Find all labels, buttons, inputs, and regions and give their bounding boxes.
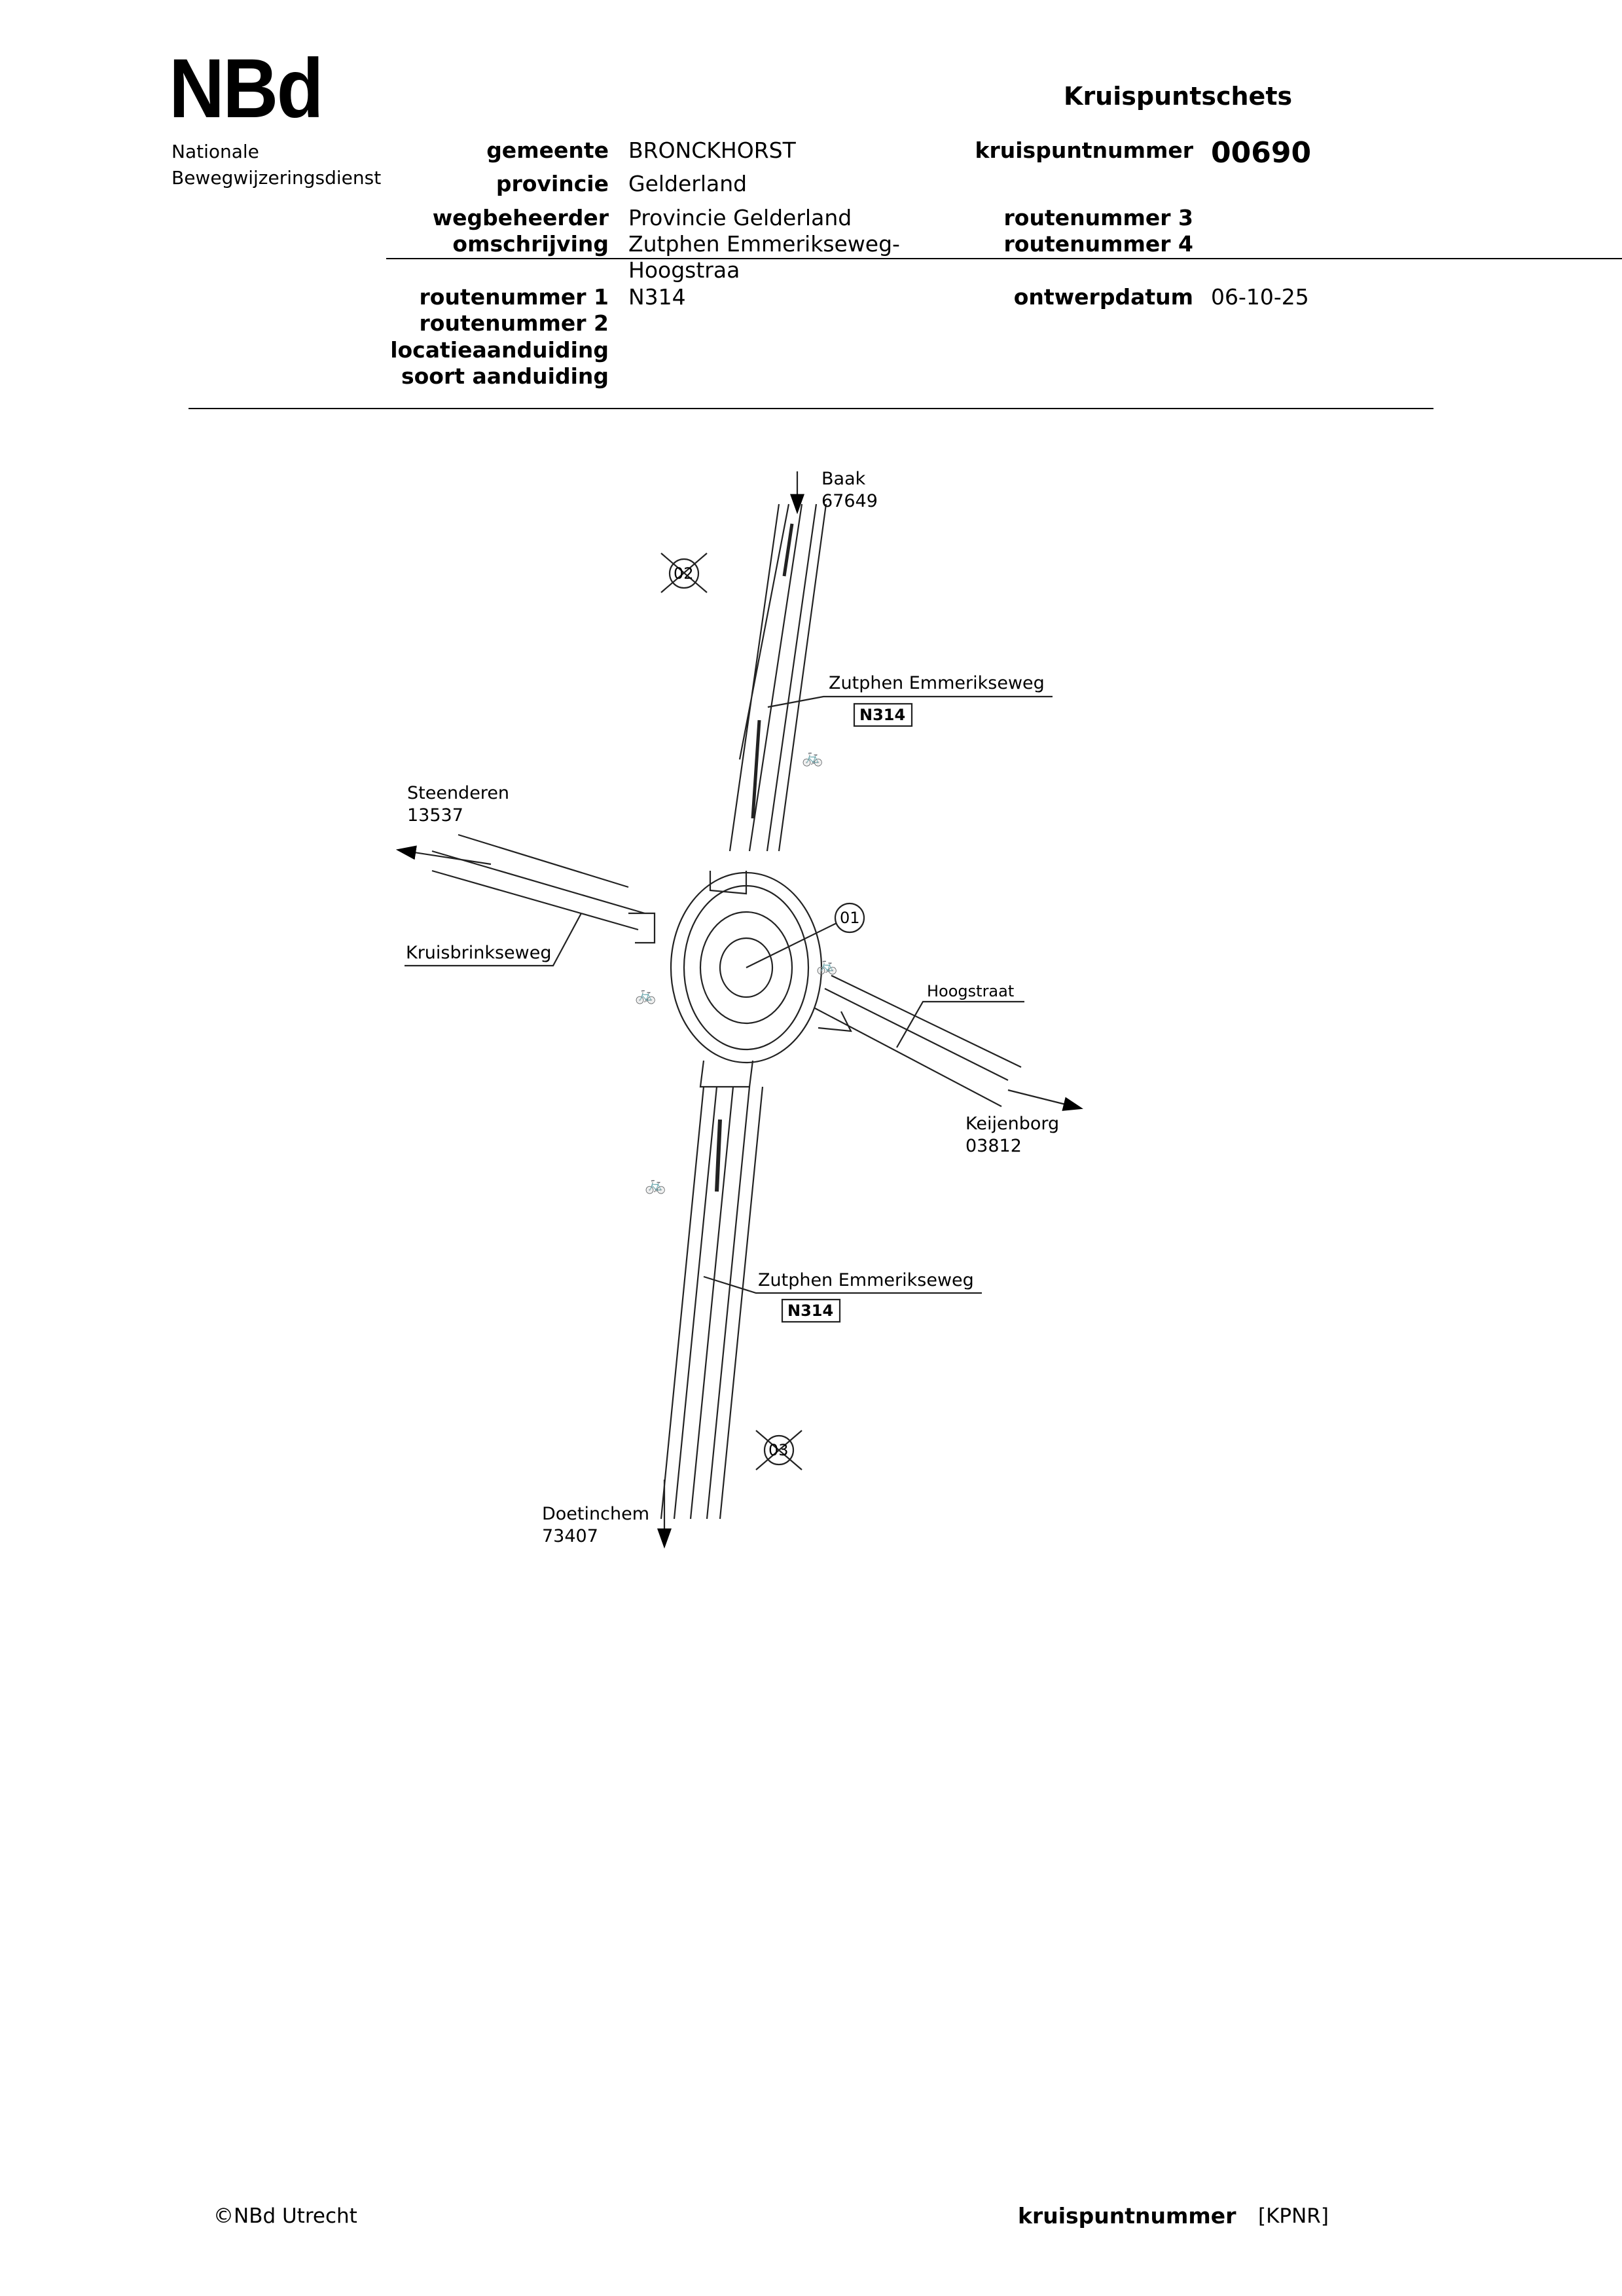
west-road-edges (431, 833, 645, 931)
east-arrow (1007, 1089, 1083, 1111)
marker-02-cross (660, 553, 708, 593)
north-median-thick (751, 523, 794, 819)
header-divider (386, 258, 1622, 259)
label-routenummer-3: routenummer 3 (1003, 205, 1193, 230)
south-road-edges-east (706, 1086, 764, 1520)
south-median-thick (715, 1119, 722, 1192)
dest-doetinchem-code: 73407 (542, 1525, 598, 1546)
north-road-edges-east (766, 503, 827, 852)
leader-west (405, 913, 582, 967)
north-road-edges (729, 503, 803, 852)
marker-02-circle (668, 558, 700, 589)
label-soort-aanduiding: soort aanduiding (401, 363, 609, 389)
marker-01-leader (746, 922, 837, 968)
footer-copyright: ©NBd Utrecht (213, 2204, 357, 2228)
label-locatieaanduiding: locatieaanduiding (390, 337, 609, 363)
marker-01-label: 01 (840, 909, 860, 927)
n314-shield-south (781, 1298, 841, 1323)
label-routenummer-1: routenummer 1 (419, 284, 609, 310)
leader-north (767, 695, 1053, 708)
label-kruispuntnummer: kruispuntnummer (975, 137, 1193, 163)
footer-kp-value: [KPNR] (1258, 2204, 1329, 2228)
leader-east (896, 1000, 1024, 1048)
leader-south (703, 1275, 982, 1294)
marker-02-label: 02 (674, 564, 694, 583)
east-road-edges (814, 975, 1022, 1107)
label-gemeente: gemeente (486, 137, 609, 163)
label-routenummer-2: routenummer 2 (419, 310, 609, 336)
label-routenummer-4: routenummer 4 (1003, 231, 1193, 257)
marker-03-cross (755, 1430, 802, 1470)
street-north: Zutphen Emmerikseweg (829, 673, 1045, 693)
bicycle-icon: 🚲 (645, 1175, 666, 1195)
value-ontwerpdatum: 06-10-25 (1211, 284, 1309, 310)
west-splitter (628, 912, 656, 944)
header-bottom-rule (189, 408, 1433, 409)
street-south: Zutphen Emmerikseweg (758, 1270, 974, 1290)
label-provincie: provincie (496, 171, 609, 196)
north-splitter (709, 871, 748, 895)
route-shield-south: N314 (787, 1302, 834, 1320)
bicycle-icon: 🚲 (816, 956, 837, 975)
dest-steenderen-code: 13537 (407, 805, 463, 826)
label-wegbeheerder: wegbeheerder (432, 205, 609, 230)
west-arrow (395, 845, 492, 866)
marker-01-circle (834, 902, 865, 934)
label-omschrijving: omschrijving (452, 231, 609, 257)
dest-baak-name: Baak (821, 469, 866, 489)
value-kruispuntnummer: 00690 (1211, 136, 1312, 170)
n314-shield-north (853, 702, 913, 727)
street-east: Hoogstraat (927, 982, 1015, 1000)
footer-kp-label: kruispuntnummer (1018, 2203, 1236, 2229)
value-routenummer-1: N314 (628, 284, 686, 310)
roundabout-island (699, 911, 793, 1025)
dest-doetinchem-name: Doetinchem (542, 1504, 649, 1524)
south-splitter (699, 1060, 754, 1088)
value-provincie: Gelderland (628, 171, 748, 196)
logo-line-2: Bewegwijzeringsdienst (171, 167, 382, 189)
dest-steenderen-name: Steenderen (407, 783, 510, 803)
value-omschrijving-2: Hoogstraa (628, 257, 740, 283)
dest-keijenborg-code: 03812 (965, 1135, 1022, 1156)
dest-keijenborg-name: Keijenborg (965, 1114, 1060, 1134)
label-ontwerpdatum: ontwerpdatum (1013, 284, 1193, 310)
nbd-logo: NBd (169, 42, 323, 136)
value-wegbeheerder: Provincie Gelderland (628, 205, 852, 230)
marker-03-label: 03 (768, 1441, 789, 1459)
route-shield-north: N314 (859, 706, 906, 724)
street-west: Kruisbrinkseweg (406, 943, 552, 963)
bicycle-icon: 🚲 (635, 985, 656, 1005)
value-gemeente: BRONCKHORST (628, 137, 796, 163)
south-road-edges (660, 1086, 734, 1520)
bicycle-icon: 🚲 (802, 748, 823, 767)
east-splitter (818, 1011, 852, 1032)
logo-line-1: Nationale (171, 141, 259, 162)
dest-baak-code: 67649 (821, 490, 878, 511)
value-omschrijving: Zutphen Emmerikseweg- (628, 231, 900, 257)
roundabout-center (719, 937, 774, 998)
marker-03-circle (763, 1434, 795, 1466)
document-title: Kruispuntschets (1064, 82, 1293, 111)
